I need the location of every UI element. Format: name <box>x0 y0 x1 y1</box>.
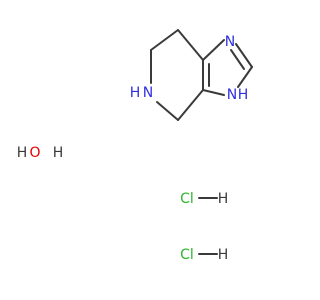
hcl-1: Cl H <box>180 191 228 207</box>
n1-label: N <box>225 34 235 50</box>
bond-n1-c2 <box>235 43 253 68</box>
bond-c7a-n1 <box>202 39 225 61</box>
hcl-2-hydrogen: H <box>218 247 229 263</box>
hcl-2-chlorine: Cl <box>180 247 194 263</box>
water-molecule: H O H <box>17 145 64 161</box>
n3-label: N <box>227 87 237 103</box>
structure-canvas: N N H H N H O H Cl H Cl H <box>17 29 253 263</box>
bond-n1-c2-inner <box>230 49 245 70</box>
n5-label: N <box>143 85 153 101</box>
bond-c3a-c4 <box>177 89 204 121</box>
bond-c2-n3 <box>237 66 253 88</box>
hcl-2: Cl H <box>180 247 228 263</box>
bond-n3-c3a <box>202 89 225 96</box>
chemical-structure: N N H H N H O H Cl H Cl H <box>17 29 253 263</box>
water-hydrogen-1: H <box>17 145 28 161</box>
n5-hydrogen-label: H <box>130 85 141 101</box>
bond-c6-c7 <box>150 29 179 51</box>
bicyclic-ring <box>150 29 253 121</box>
hcl-1-chlorine: Cl <box>180 191 194 207</box>
water-oxygen: O <box>29 145 40 161</box>
bond-c7-c7a <box>177 29 204 61</box>
bond-c4-n5 <box>156 101 179 121</box>
n3-hydrogen-label: H <box>238 87 249 103</box>
hcl-1-hydrogen: H <box>218 191 229 207</box>
water-hydrogen-2: H <box>53 145 64 161</box>
